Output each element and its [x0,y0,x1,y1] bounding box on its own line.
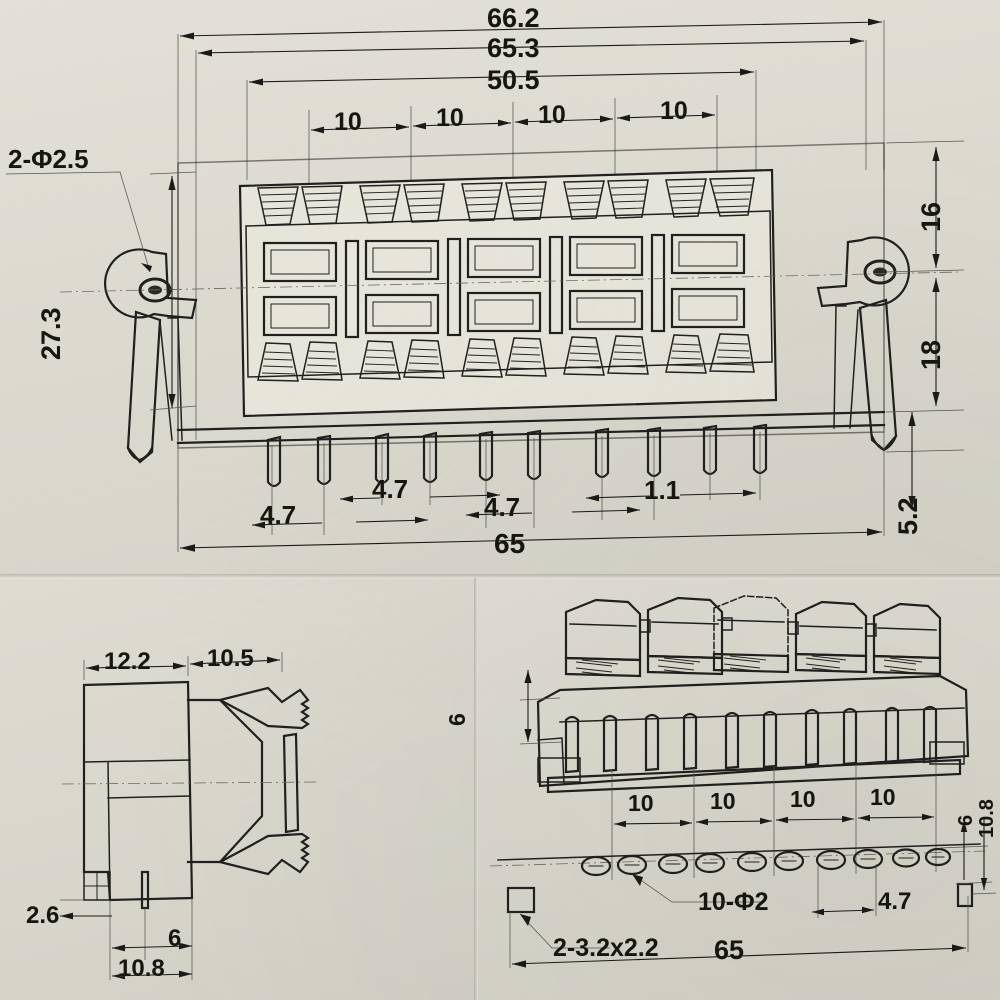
label-pin-offset-1: 4.7 [260,500,297,530]
label-pitch-4: 10 [660,97,688,125]
footprint-holes [580,847,952,877]
dim-4-7-b [339,491,501,503]
dim-2-6 [60,912,112,920]
label-slot-callout: 2-3.2x2.2 [553,934,659,962]
comb-teeth [546,705,962,794]
bottom-contact-row [257,333,755,382]
label-pin-offset-3: 4.7 [484,492,521,522]
dim-66-2 [179,18,883,40]
label-front-pitch-2: 10 [710,788,736,814]
label-front-pin-offset: 4.7 [878,888,912,915]
dim-6-right [960,820,968,880]
label-front-height-left: 6 [444,713,470,726]
label-overall-width-mid: 65.3 [487,33,540,63]
label-foot-width: 2.6 [26,902,60,929]
label-height-bottom-right: 5.2 [893,497,923,535]
label-body-width: 50.5 [487,65,540,95]
dim-18 [932,278,940,406]
dim-12-2 [85,662,187,672]
label-body-depth: 12.2 [104,648,151,675]
dim-5-2 [908,412,916,510]
side-latch-profile [186,686,310,876]
footprint-centerline [489,850,986,867]
label-front-pitch-1: 10 [628,790,654,816]
mounting-ear-left [103,248,198,464]
horizontal-centerline [59,271,961,293]
label-pin-span: 65 [494,528,526,559]
label-front-hole-callout: 10-Φ2 [698,888,769,916]
label-front-pitch-4: 10 [870,784,896,810]
panel-divider-horizontal [0,574,1000,579]
contact-pocket-grid [262,233,746,337]
top-contact-row [257,177,755,226]
footprint-slots [506,882,974,914]
label-pin-width: 1.1 [644,475,681,505]
dim-10-8-side [111,970,193,980]
label-pin-offset-2: 4.7 [372,474,409,504]
dim-6-front [524,670,532,742]
label-front-pitch-3: 10 [790,786,816,812]
dim-16 [932,147,940,268]
divider-slots [344,233,666,339]
label-edge-offset-large: 10.8 [976,799,998,838]
dim-65-front [511,944,967,968]
label-edge-offset-small: 6 [955,814,977,826]
dim-1-1 [585,489,757,502]
leader-10-phi-2 [631,873,760,903]
pin-row [266,423,768,488]
leader-2-3-2x2-2 [519,913,610,949]
leader-2-phi-2-5 [5,171,152,273]
label-latch-depth: 10.5 [207,645,254,672]
housing-row [564,595,942,678]
label-height-left: 27.3 [36,307,66,360]
label-pitch-1: 10 [334,108,362,136]
dim-27-3 [168,176,176,408]
panel-divider-vertical [474,578,478,1000]
dim-4-7-c [465,506,641,519]
label-height-upper-right: 16 [916,201,946,232]
side-view-panel [0,578,478,1000]
dim-pitch-front [613,813,935,828]
dim-10-5 [189,656,281,668]
label-overall-width-outer: 66.2 [487,3,540,33]
dim-4-7-a [251,516,429,529]
footprint-top-edge [497,843,981,861]
dim-4-7-front [811,906,875,916]
label-hole-callout: 2-Φ2.5 [8,144,89,174]
dim-10-8-right [980,818,988,890]
dim-6-side [111,942,193,952]
label-pitch-2: 10 [436,104,464,132]
label-pitch-3: 10 [538,101,566,129]
label-base-width: 10.8 [118,955,165,982]
label-side-pin-offset: 6 [168,925,182,952]
side-centerline [61,781,321,785]
dim-65-top [179,528,883,552]
dim-50-5 [248,68,755,86]
dim-pitch-group [310,111,716,134]
label-front-overall-length: 65 [714,935,745,965]
label-height-lower-right: 18 [916,339,946,370]
dim-65-3 [197,37,865,57]
